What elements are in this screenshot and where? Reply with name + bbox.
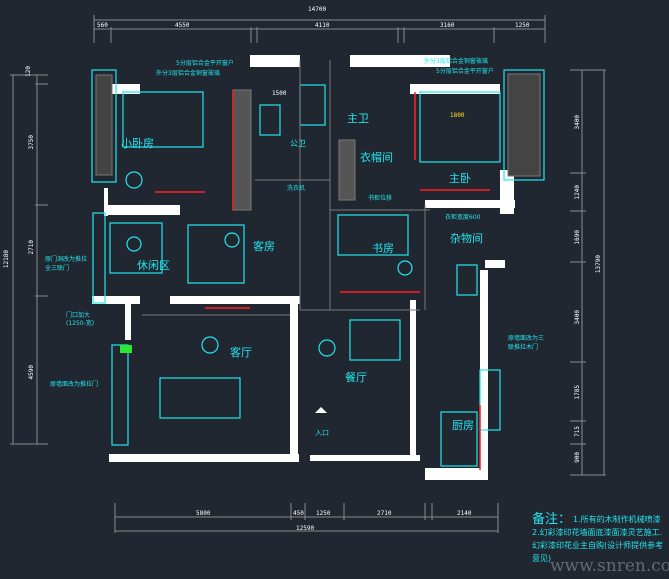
- annotation-window-left-2: 外分3层铝合金铜窗玻璃: [156, 70, 220, 77]
- room-storage: 杂物间: [450, 232, 483, 245]
- room-master-bath: 主卫: [347, 112, 369, 125]
- dimension-lines: [10, 15, 606, 533]
- dim-right-7: 900: [574, 452, 581, 463]
- notes-line-1: 1.所有的木制作机械喷漆: [573, 515, 661, 524]
- dim-bottom-5: 2140: [457, 510, 472, 517]
- annotation-living-wall: 原墙面改为推拉门: [50, 381, 99, 388]
- annotation-kitchen-door-2: 联推拉木门: [508, 344, 539, 351]
- dim-left-4: 4590: [28, 365, 35, 380]
- dim-bottom-4: 2710: [377, 510, 392, 517]
- annotation-leisure-door-2: 全三联门: [45, 265, 70, 272]
- door-width-label: 1500: [272, 90, 287, 97]
- dim-right-1: 3400: [574, 115, 581, 130]
- room-kitchen: 厨房: [452, 419, 474, 432]
- interior-lines: [95, 60, 541, 316]
- bed-size-label: 1800: [450, 112, 465, 119]
- dim-top-1: 560: [97, 22, 108, 29]
- room-cloakroom: 衣帽间: [360, 151, 393, 164]
- annotation-study-label: 书柜位移: [368, 195, 393, 202]
- room-entrance: 入口: [315, 429, 329, 437]
- dim-left-total: 12180: [3, 250, 10, 269]
- annotation-window-left-1: 5分层铝合金平开窗户: [176, 60, 234, 67]
- room-guest-room: 客房: [253, 240, 275, 253]
- dim-right-3: 1690: [574, 230, 581, 245]
- dim-top-4: 3160: [440, 22, 455, 29]
- room-leisure-area: 休闲区: [137, 259, 170, 272]
- dim-left-2: 3750: [28, 135, 35, 150]
- furniture: [91, 69, 545, 467]
- room-small-bedroom: 小卧房: [121, 137, 154, 150]
- notes-title: 备注：: [532, 512, 572, 527]
- dim-right-6: 715: [574, 426, 581, 437]
- annotation-kitchen-door: 原墙面改为三: [508, 335, 545, 342]
- room-master-bedroom: 主卧: [449, 172, 471, 185]
- notes-line-2: 2.幻彩漆印花墙面底漆面漆灵艺施工.幻彩漆印花业主自购(设计师提供参考意见): [532, 528, 664, 563]
- annotation-door-widen: 门口加大: [66, 312, 91, 319]
- dim-top-2: 4550: [175, 22, 190, 29]
- dim-right-2: 1240: [574, 185, 581, 200]
- annotation-leisure-door: 原门洞改为推拉: [45, 256, 88, 263]
- dim-bottom-total: 12590: [296, 525, 315, 532]
- room-study: 书房: [372, 242, 394, 255]
- entrance-arrow-icon: [315, 407, 327, 413]
- dim-right-4: 3400: [574, 310, 581, 325]
- notes-block: 备注： 1.所有的木制作机械喷漆 2.幻彩漆印花墙面底漆面漆灵艺施工.幻彩漆印花…: [532, 513, 668, 565]
- dim-left-1: 120: [25, 66, 32, 77]
- dim-top-3: 4110: [315, 22, 330, 29]
- red-marks: [155, 90, 490, 470]
- dim-top-total: 14700: [308, 6, 327, 13]
- dim-right-total: 13790: [595, 255, 602, 274]
- plant-icon: [120, 345, 132, 353]
- room-dining-room: 餐厅: [345, 371, 367, 384]
- dim-bottom-1: 5800: [196, 510, 211, 517]
- annotation-window-right-1: 外分3层铝合金铜窗玻璃: [424, 58, 488, 65]
- room-living-room: 客厅: [230, 346, 252, 359]
- dim-top-5: 1250: [515, 22, 530, 29]
- room-public-bath: 公卫: [290, 139, 306, 148]
- annotation-master-label: 衣柜宽度600: [445, 214, 481, 221]
- annotation-door-widen-2: (1250-宽): [66, 320, 95, 327]
- dim-bottom-2: 450: [293, 510, 304, 517]
- annotation-window-right-2: 5分层铝合金平开窗户: [436, 68, 494, 75]
- dim-right-5: 1785: [574, 385, 581, 400]
- dim-left-3: 2710: [28, 240, 35, 255]
- watermark: www.snren.com: [550, 556, 669, 576]
- walls: [92, 55, 515, 480]
- dim-bottom-3: 1250: [316, 510, 331, 517]
- annotation-public-label: 洗衣机: [287, 185, 306, 192]
